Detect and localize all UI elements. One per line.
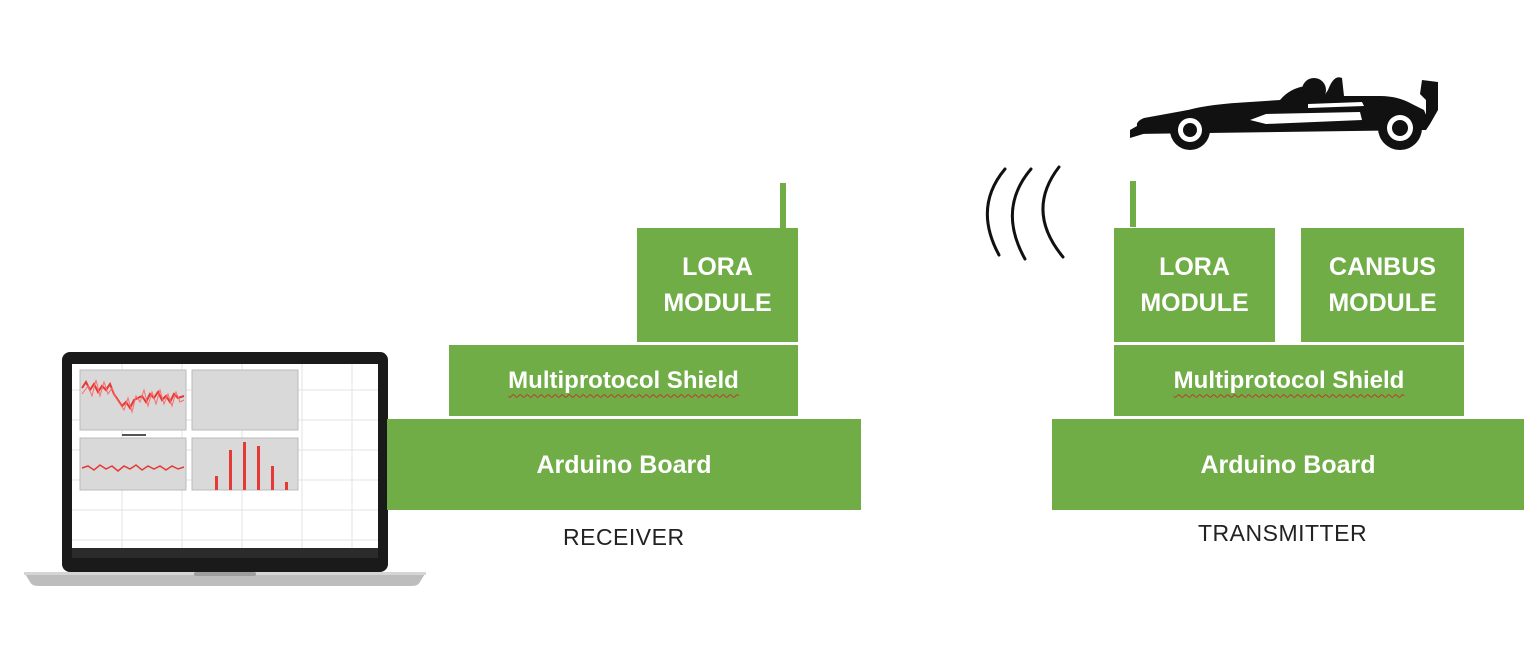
receiver-lora-module: LORA MODULE: [637, 228, 798, 342]
receiver-antenna: [780, 183, 786, 229]
transmitter-multiprotocol-shield: Multiprotocol Shield: [1114, 345, 1464, 416]
transmitter-canbus-label-line2: MODULE: [1328, 289, 1437, 317]
transmitter-canbus-label-line1: CANBUS: [1329, 253, 1436, 281]
transmitter-shield-label: Multiprotocol Shield: [1173, 366, 1405, 394]
transmitter-lora-label-line2: MODULE: [1140, 289, 1249, 317]
transmitter-board-label: Arduino Board: [1200, 450, 1376, 479]
receiver-caption: RECEIVER: [563, 524, 685, 550]
transmitter-lora-module: LORA MODULE: [1114, 228, 1275, 342]
wireless-signal-icon: [985, 165, 1065, 261]
transmitter-arduino-board: Arduino Board: [1052, 419, 1524, 510]
receiver-lora-label-line1: LORA: [682, 253, 753, 281]
receiver-lora-label-line2: MODULE: [663, 289, 772, 317]
laptop-icon: [24, 352, 426, 586]
receiver-shield-label: Multiprotocol Shield: [508, 366, 739, 394]
transmitter-lora-label-line1: LORA: [1159, 253, 1230, 281]
receiver-multiprotocol-shield: Multiprotocol Shield: [449, 345, 798, 416]
receiver-arduino-board: Arduino Board: [387, 419, 861, 510]
transmitter-caption: TRANSMITTER: [1198, 520, 1368, 546]
transmitter-antenna: [1130, 181, 1136, 227]
transmitter-canbus-module: CANBUS MODULE: [1301, 228, 1464, 342]
race-car-icon: [1130, 77, 1438, 150]
receiver-board-label: Arduino Board: [536, 450, 712, 479]
